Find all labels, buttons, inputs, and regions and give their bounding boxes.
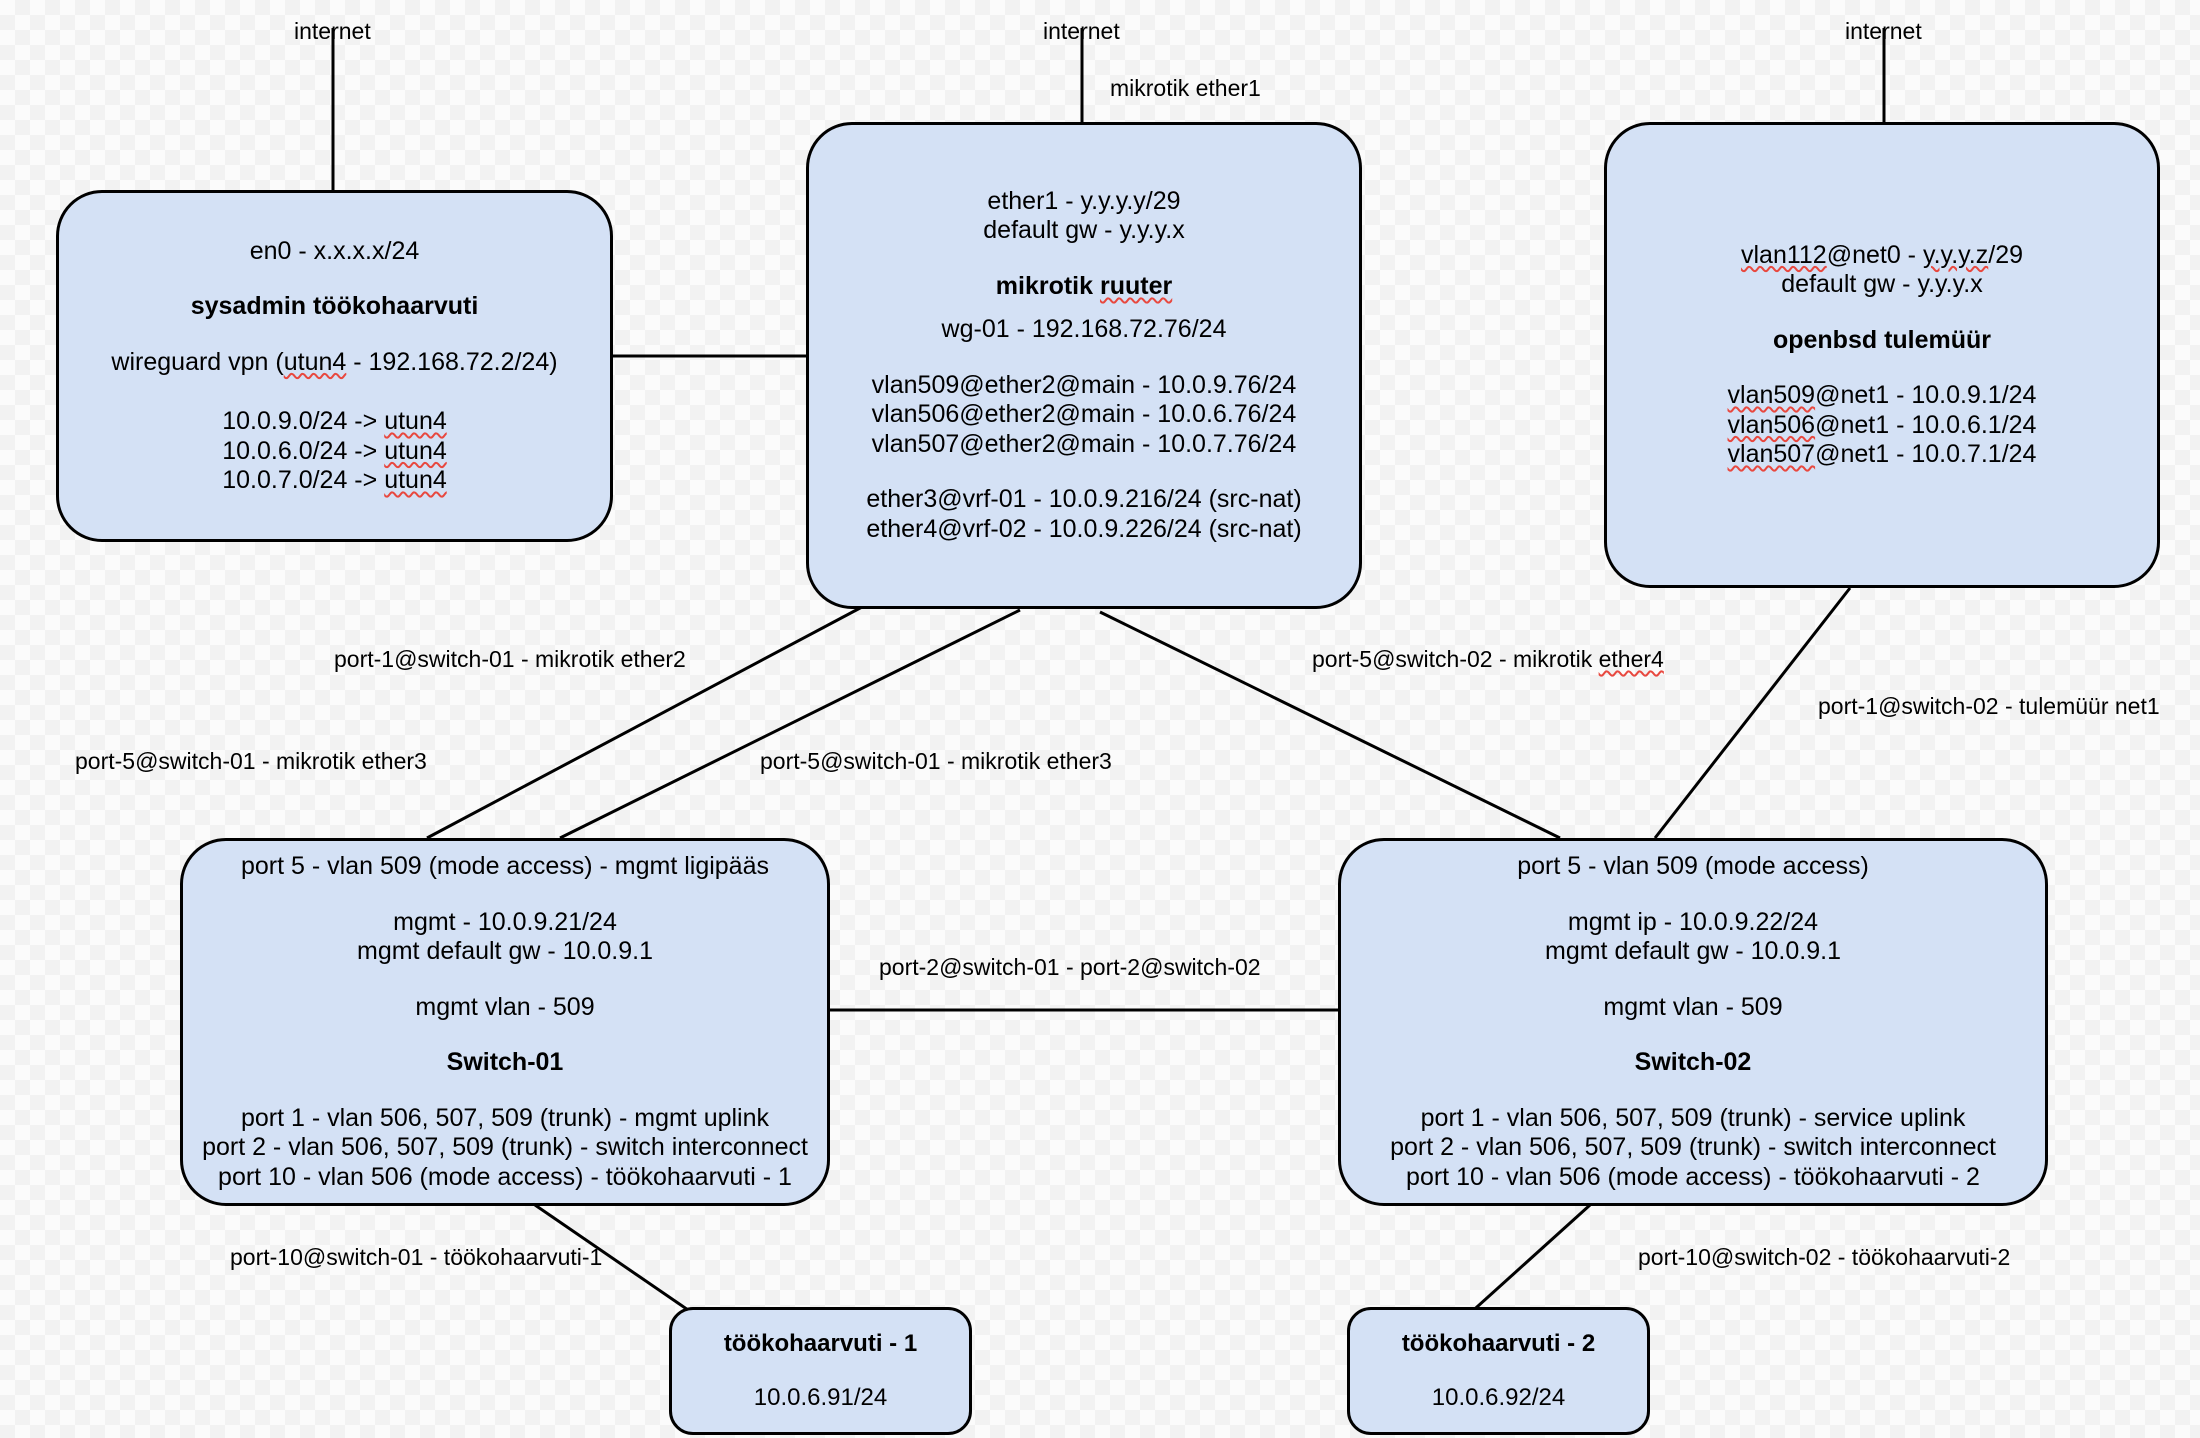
switch02-port-2: port 2 - vlan 506, 507, 509 (trunk) - sw…: [1390, 1133, 1996, 1161]
switch01-port-1: port 1 - vlan 506, 507, 509 (trunk) - mg…: [240, 1103, 770, 1132]
label-internet-left: internet: [294, 18, 371, 44]
switch01-mgmt-vlan: mgmt vlan - 509: [415, 992, 595, 1021]
node-sysadmin-workstation[interactable]: en0 - x.x.x.x/24 sysadmin töökohaarvuti …: [56, 190, 613, 542]
switch01-mgmt-gw: mgmt default gw - 10.0.9.1: [357, 937, 653, 965]
edge-switch01-ws1: [534, 1203, 711, 1327]
switch01-port5-line: port 5 - vlan 509 (mode access) - mgmt l…: [241, 852, 769, 880]
edge-label-port5-switch01-ether3-left: port-5@switch-01 - mikrotik ether3: [75, 748, 427, 774]
openbsd-vlan-506: vlan506@net1 - 10.0.6.1/24: [1727, 410, 2037, 439]
switch01-mgmt-ip: mgmt - 10.0.9.21/24: [393, 907, 617, 936]
ws1-ip: 10.0.6.91/24: [753, 1384, 888, 1411]
switch02-mgmt-gw: mgmt default gw - 10.0.9.1: [1545, 937, 1841, 965]
label-mikrotik-ether1: mikrotik ether1: [1110, 75, 1261, 101]
edge-openbsd-switch02: [1653, 587, 1852, 839]
mikrotik-ether1-line: ether1 - y.y.y.y/29: [987, 186, 1181, 215]
node-workstation-2[interactable]: töökohaarvuti - 2 10.0.6.92/24: [1347, 1307, 1650, 1435]
node-switch-02[interactable]: port 5 - vlan 509 (mode access) mgmt ip …: [1338, 838, 2048, 1206]
edge-label-switch-interconnect: port-2@switch-01 - port-2@switch-02: [879, 954, 1261, 980]
node-workstation-1[interactable]: töökohaarvuti - 1 10.0.6.91/24: [669, 1307, 972, 1435]
switch02-port-1: port 1 - vlan 506, 507, 509 (trunk) - se…: [1420, 1103, 1966, 1132]
switch01-title: Switch-01: [446, 1048, 564, 1076]
mikrotik-vlan-507: vlan507@ether2@main - 10.0.7.76/24: [871, 429, 1297, 458]
label-internet-mid: internet: [1043, 18, 1120, 44]
switch01-port-10: port 10 - vlan 506 (mode access) - tööko…: [218, 1162, 792, 1191]
switch01-port-2: port 2 - vlan 506, 507, 509 (trunk) - sw…: [202, 1133, 808, 1161]
edge-label-port10-switch01-ws1: port-10@switch-01 - töökohaarvuti-1: [230, 1244, 603, 1270]
mikrotik-vlan-506: vlan506@ether2@main - 10.0.6.76/24: [871, 400, 1297, 429]
ws2-ip: 10.0.6.92/24: [1431, 1384, 1566, 1411]
openbsd-vlan112-line: vlan112@net0 - y.y.y.z/29: [1740, 240, 2024, 269]
sysadmin-title: sysadmin töökohaarvuti: [190, 292, 479, 320]
edge-label-port1-switch02-tulemuur: port-1@switch-02 - tulemüür net1: [1818, 693, 2160, 719]
edge-switch02-ws2: [1455, 1203, 1592, 1327]
edge-mikrotik-switch01-a: [426, 605, 863, 840]
mikrotik-vrf-01: ether3@vrf-01 - 10.0.9.216/24 (src-nat): [866, 485, 1302, 514]
openbsd-title: openbsd tulemüür: [1772, 325, 1992, 354]
openbsd-vlan-509: vlan509@net1 - 10.0.9.1/24: [1727, 381, 2037, 409]
switch02-port-10: port 10 - vlan 506 (mode access) - tööko…: [1406, 1162, 1980, 1191]
switch02-mgmt-ip: mgmt ip - 10.0.9.22/24: [1567, 907, 1819, 936]
sysadmin-route-3: 10.0.7.0/24 -> utun4: [222, 466, 447, 494]
openbsd-defaultgw-line: default gw - y.y.y.x: [1781, 270, 1983, 298]
switch02-port5-line: port 5 - vlan 509 (mode access): [1517, 852, 1869, 880]
mikrotik-vlan-509: vlan509@ether2@main - 10.0.9.76/24: [871, 370, 1297, 399]
mikrotik-title: mikrotik ruuter: [995, 271, 1173, 300]
mikrotik-defaultgw-line: default gw - y.y.y.x: [983, 216, 1185, 245]
edge-label-port1-switch01-ether2: port-1@switch-01 - mikrotik ether2: [334, 646, 686, 672]
switch02-title: Switch-02: [1634, 1048, 1752, 1076]
node-mikrotik-router[interactable]: ether1 - y.y.y.y/29 default gw - y.y.y.x…: [806, 122, 1362, 609]
edge-label-port5-switch02-ether4: port-5@switch-02 - mikrotik ether4: [1312, 646, 1664, 672]
edge-label-port5-switch01-ether3-right: port-5@switch-01 - mikrotik ether3: [760, 748, 1112, 774]
mikrotik-wg-line: wg-01 - 192.168.72.76/24: [941, 315, 1227, 344]
sysadmin-route-1: 10.0.9.0/24 -> utun4: [222, 407, 447, 435]
sysadmin-route-2: 10.0.6.0/24 -> utun4: [222, 436, 447, 465]
edge-mikrotik-switch01-b: [559, 608, 1021, 840]
ws2-title: töökohaarvuti - 2: [1401, 1329, 1596, 1357]
openbsd-vlan-507: vlan507@net1 - 10.0.7.1/24: [1727, 440, 2037, 468]
node-openbsd-firewall[interactable]: vlan112@net0 - y.y.y.z/29 default gw - y…: [1604, 122, 2160, 588]
sysadmin-wireguard-line: wireguard vpn (utun4 - 192.168.72.2/24): [111, 347, 558, 376]
label-internet-right: internet: [1845, 18, 1922, 44]
mikrotik-vrf-02: ether4@vrf-02 - 10.0.9.226/24 (src-nat): [866, 514, 1302, 543]
node-switch-01[interactable]: port 5 - vlan 509 (mode access) - mgmt l…: [180, 838, 830, 1206]
ws1-title: töökohaarvuti - 1: [723, 1329, 918, 1357]
edge-label-port10-switch02-ws2: port-10@switch-02 - töökohaarvuti-2: [1638, 1244, 2011, 1270]
switch02-mgmt-vlan: mgmt vlan - 509: [1603, 992, 1783, 1021]
edge-mikrotik-switch02: [1099, 610, 1561, 840]
sysadmin-en0-line: en0 - x.x.x.x/24: [249, 236, 420, 265]
